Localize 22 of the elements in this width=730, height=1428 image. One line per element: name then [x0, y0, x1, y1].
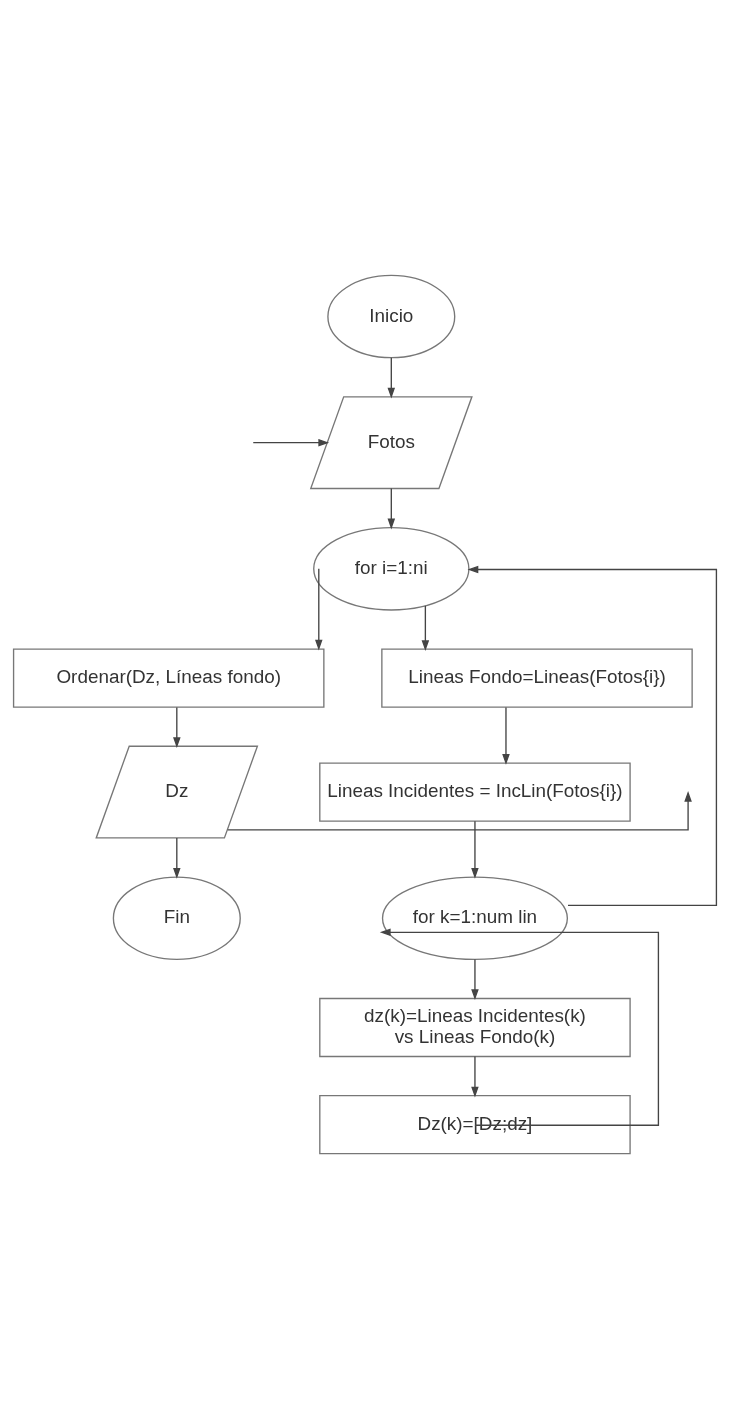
arrow — [421, 604, 430, 651]
arrow — [379, 928, 660, 1126]
node-ellipse: for i=1:ni — [313, 526, 470, 611]
node-box: Lineas Incidentes = IncLin(Fotos{i}) — [319, 761, 631, 822]
arrow — [173, 836, 181, 879]
arrow — [502, 706, 510, 765]
arrow — [471, 820, 479, 879]
node-box: Ordenar(Dz, Líneas fondo) — [12, 647, 325, 708]
node-ellipse: Inicio — [327, 274, 456, 358]
arrow — [315, 567, 323, 650]
arrow — [252, 438, 330, 446]
arrow — [467, 565, 718, 906]
node-box: Lineas Fondo=Lineas(Fotos{i}) — [381, 647, 693, 708]
node-box: dz(k)=Lineas Incidentes(k) vs Lineas Fondo(k) — [319, 997, 631, 1057]
arrow — [227, 790, 692, 830]
arrow — [471, 1055, 479, 1097]
arrow — [471, 958, 479, 1000]
node-box: Dz(k)=[Dz;dz] — [319, 1094, 631, 1154]
arrow — [387, 356, 396, 399]
node-ellipse: Fin — [112, 875, 241, 960]
arrow — [173, 706, 181, 748]
arrow — [387, 487, 396, 529]
